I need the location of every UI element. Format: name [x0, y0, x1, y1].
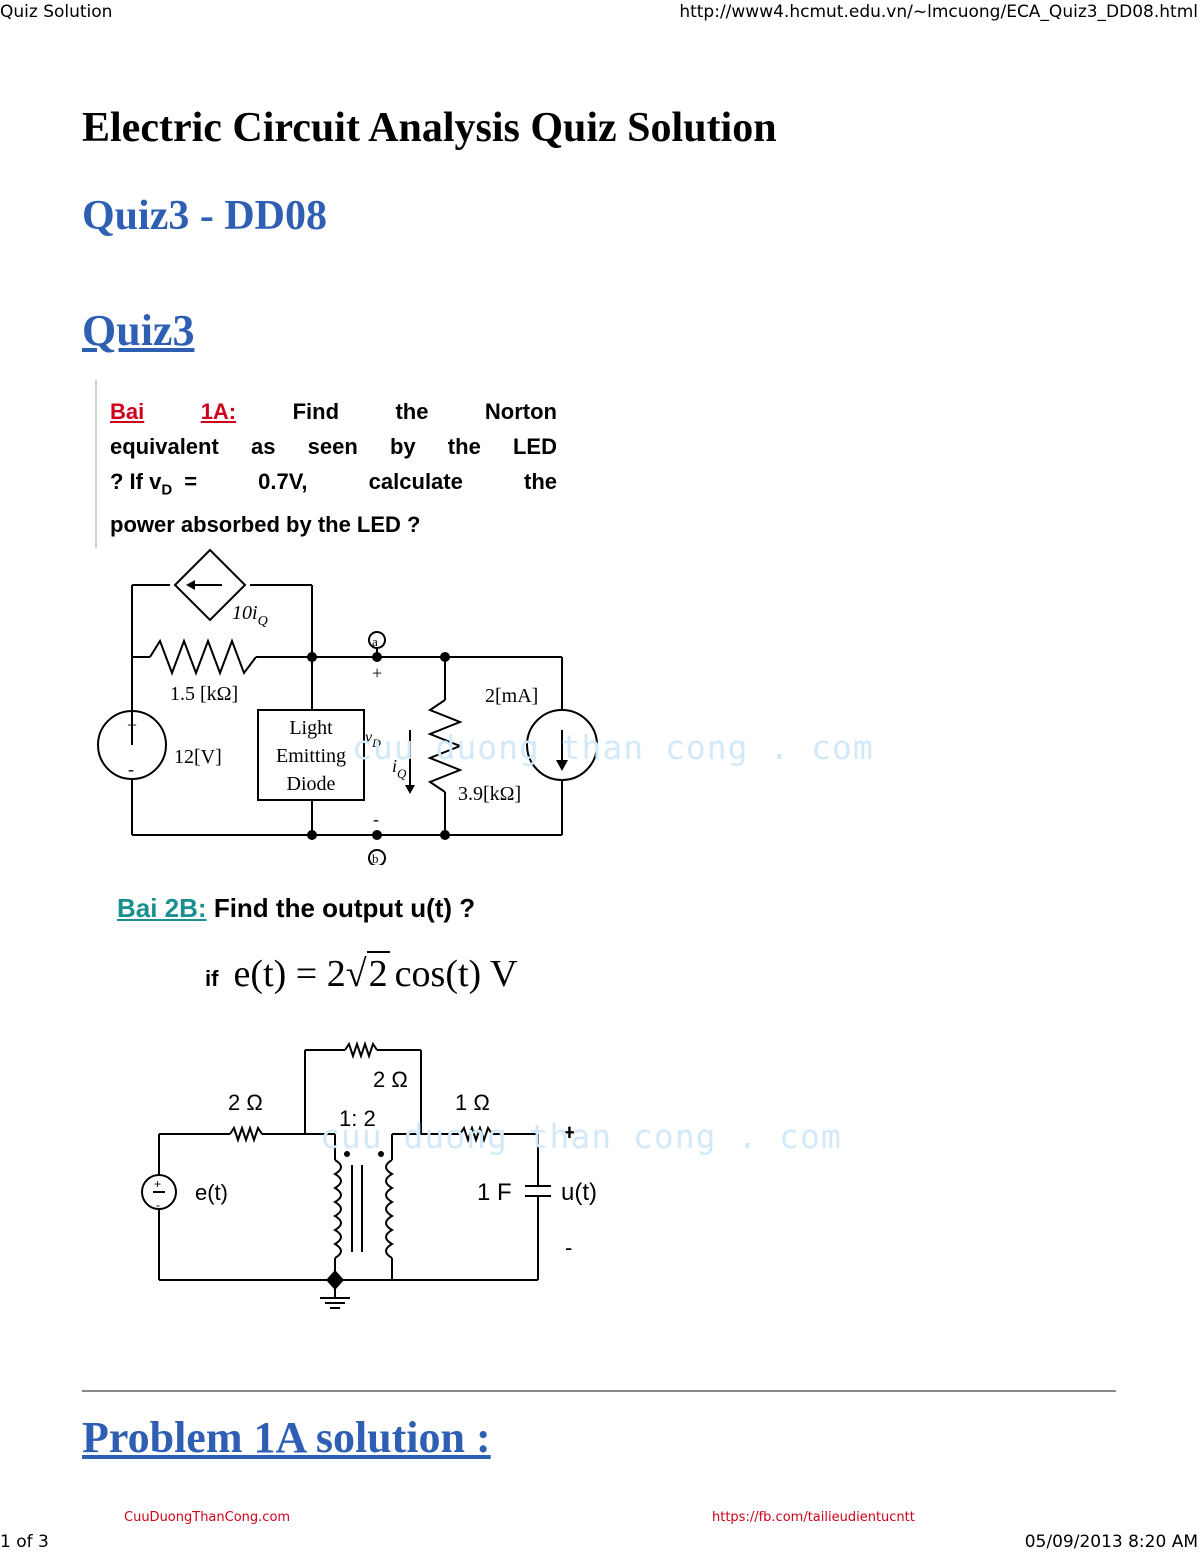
problem-1a-line2: equivalent as seen by the LED — [110, 434, 557, 459]
node-b-label: b — [372, 851, 379, 865]
problem-1a-solution-heading[interactable]: Problem 1A solution : — [82, 1413, 491, 1462]
node-b-circle — [368, 849, 386, 865]
page-title: Electric Circuit Analysis Quiz Solution — [82, 105, 777, 151]
primary-coil — [333, 1159, 342, 1259]
section-divider — [82, 1390, 1116, 1392]
resistor-top-2ohm — [344, 1040, 378, 1060]
iq-arrow — [405, 785, 415, 794]
footer-link-facebook[interactable]: https://fb.com/tailieudientucntt — [712, 1510, 915, 1525]
print-header-url: http://www4.hcmut.edu.vn/~lmcuong/ECA_Qu… — [679, 2, 1198, 22]
problem-1a-line3-sub: D — [161, 481, 173, 499]
problem-2b-label: Bai 2B: — [117, 893, 207, 923]
vd-label: vD — [365, 729, 381, 750]
r-top-label: 2 Ω — [373, 1067, 408, 1092]
problem-1a-label-b: 1A: — [200, 399, 237, 424]
led-label-3: Diode — [287, 773, 336, 795]
equation-if: if — [205, 966, 219, 991]
source-label: e(t) — [195, 1180, 228, 1205]
vd-plus: + — [372, 663, 382, 683]
dot-secondary — [378, 1151, 384, 1157]
sqrt-sign: √ — [345, 953, 367, 995]
print-footer-date: 05/09/2013 8:20 AM — [1024, 1532, 1198, 1552]
led-label-1: Light — [289, 717, 333, 739]
r-left-label: 2 Ω — [228, 1090, 263, 1115]
problem-2b-text: Find the output u(t) ? — [213, 893, 476, 923]
r1-label: 1.5 [kΩ] — [170, 683, 238, 705]
node-a-label: a — [372, 634, 378, 649]
circuit-2-diagram: + - 2 Ω 2 Ω 1: 2 1 Ω e(t) 1 F u(t) + - — [141, 1040, 597, 1309]
r-right-label: 1 Ω — [455, 1090, 490, 1115]
isource-label: 2[mA] — [485, 685, 538, 707]
problem-1a-line4: power absorbed by the LED ? — [110, 512, 421, 538]
source-plus: + — [154, 1177, 161, 1191]
ground-node — [326, 1270, 344, 1290]
problem-1a-word-1: Find — [292, 399, 340, 424]
dep-source-label: 10iQ — [232, 602, 268, 629]
subtitle: Quiz3 - DD08 — [82, 193, 327, 239]
problem-1a-line3-b: = 0.7V, calculate the — [184, 469, 557, 494]
output-label: u(t) — [561, 1179, 597, 1206]
vsource-label: 12[V] — [174, 746, 222, 768]
problem-1a-text: Bai 1A: Find the Norton equivalent as se… — [110, 394, 557, 542]
problem-1a-word-2: the — [395, 399, 429, 424]
r2-label: 3.9[kΩ] — [458, 783, 521, 805]
iq-label: iQ — [392, 756, 407, 781]
dependent-source-diamond — [173, 548, 247, 622]
circuit-1-diagram: 10iQ a b + - + - 1.5 [kΩ] 12[V] Light Em… — [97, 548, 598, 865]
problem-2b-line: Bai 2B: Find the output u(t) ? — [117, 893, 475, 924]
problem-1a-line3: ? If vD = 0.7V, calculate the — [110, 464, 557, 507]
watermark-1: cuu duong than cong . com — [352, 728, 874, 767]
led-label-2: Emitting — [276, 745, 346, 767]
quote-bar — [95, 380, 97, 548]
capacitor-label: 1 F — [477, 1179, 512, 1206]
print-header-title: Quiz Solution — [0, 2, 113, 22]
ratio-label: 1: 2 — [339, 1106, 376, 1131]
watermark-2: cuu duong than cong . com — [320, 1117, 842, 1156]
equation-lhs: e(t) = 2 — [233, 953, 346, 995]
dep-source-arrow — [186, 580, 195, 590]
dot-primary — [344, 1151, 350, 1157]
problem-2b-equation: if e(t) = 2√2 cos(t) V — [205, 951, 518, 996]
vsource-plus: + — [127, 715, 137, 735]
resistor-left-2ohm — [229, 1124, 263, 1144]
current-source-arrow — [556, 760, 568, 771]
problem-1a-label-a: Bai — [110, 399, 145, 424]
print-footer-page: 1 of 3 — [0, 1532, 49, 1552]
output-minus: - — [565, 1235, 572, 1260]
problem-1a-word-3: Norton — [484, 399, 557, 424]
vd-minus: - — [373, 809, 379, 829]
output-plus: + — [563, 1120, 576, 1145]
vsource-minus: - — [128, 759, 134, 779]
resistor-1-5k — [149, 638, 257, 676]
resistor-3-9k — [427, 699, 463, 793]
resistor-right-1ohm — [459, 1124, 493, 1144]
section-link-quiz3[interactable]: Quiz3 — [82, 306, 195, 355]
problem-1a-line1: Bai 1A: Find the Norton — [110, 394, 557, 429]
source-minus: - — [156, 1198, 160, 1212]
problem-1a-line3-a: ? If v — [110, 469, 162, 494]
footer-link-cuuduong[interactable]: CuuDuongThanCong.com — [124, 1510, 291, 1525]
equation-root: 2 — [366, 951, 390, 995]
secondary-coil — [385, 1159, 394, 1259]
equation-rhs: cos(t) V — [394, 953, 518, 995]
